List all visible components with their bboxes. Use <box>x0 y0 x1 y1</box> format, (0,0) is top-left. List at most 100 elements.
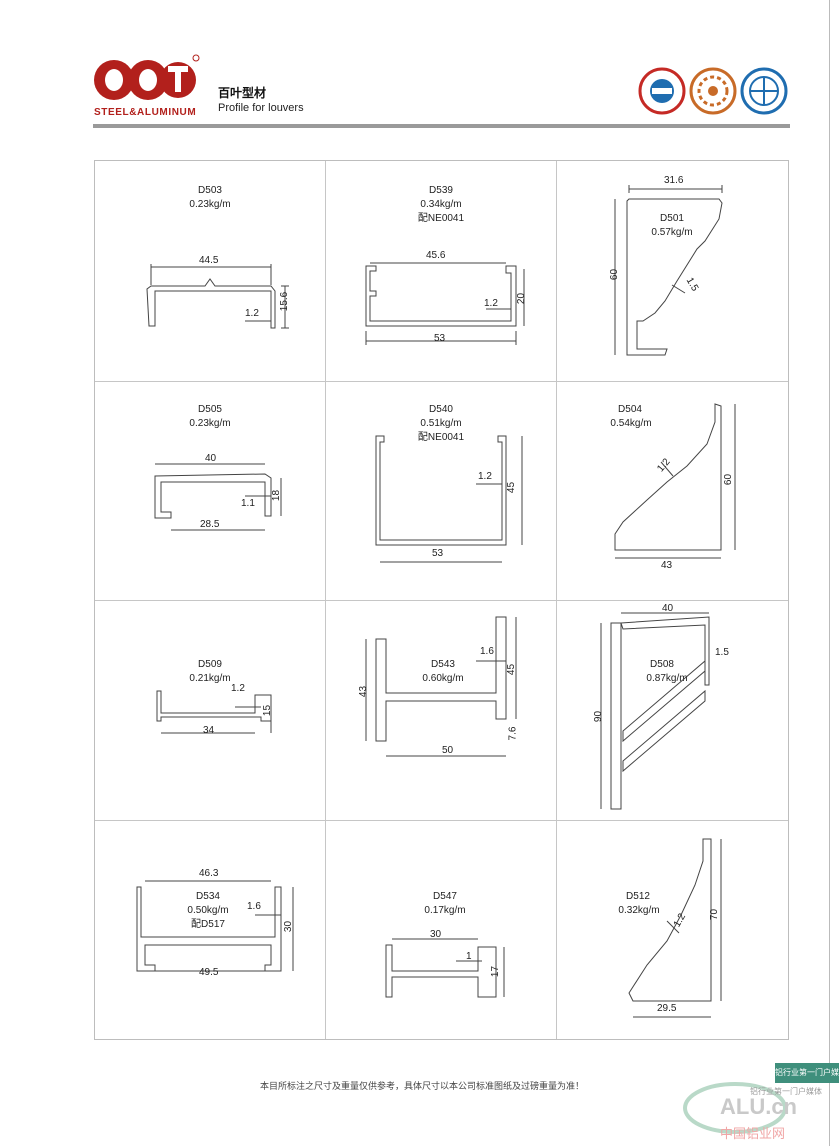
dim-label: 29.5 <box>657 1003 677 1014</box>
profile-drawing-d534 <box>136 880 294 972</box>
dim-label: 53 <box>434 333 446 344</box>
profile-note: 配D517 <box>191 919 225 930</box>
profile-cell-d503: D503 0.23kg/m 44.5 1.2 15.6 <box>95 161 326 382</box>
dim-label: 49.5 <box>199 967 219 978</box>
profile-table: D503 0.23kg/m 44.5 1.2 15.6 D539 0.34kg/… <box>94 160 789 1040</box>
dim-label: 15.6 <box>279 291 291 312</box>
dim-label: 17 <box>490 965 502 978</box>
footer-disclaimer: 本目所标注之尺寸及重量仅供参考，具体尺寸以本公司标准图纸及过磅重量为准！ <box>260 1081 585 1091</box>
profile-cell-d512: D512 0.32kg/m 1.2 70 29.5 <box>557 821 788 1039</box>
dim-label: 1.2 <box>478 471 492 482</box>
dim-label: 1.2 <box>245 308 259 319</box>
certification-logos <box>638 67 788 115</box>
dim-label: 1.6 <box>247 901 261 912</box>
dim-label: 28.5 <box>200 519 220 530</box>
profile-cell-d508: D508 0.87kg/m 40 1.5 90 <box>557 601 788 821</box>
profile-code: D539 <box>429 185 453 196</box>
profile-drawing-d504 <box>614 403 736 559</box>
profile-weight: 0.54kg/m <box>610 418 652 429</box>
profile-drawing-d540 <box>375 435 523 563</box>
profile-cell-d534: D534 0.50kg/m 配D517 46.3 1.6 30 49.5 <box>95 821 326 1039</box>
dim-label: 1.2 <box>484 298 498 309</box>
profile-weight: 0.87kg/m <box>646 673 688 684</box>
dim-label: 40 <box>205 453 217 464</box>
profile-code: D543 <box>431 659 455 670</box>
profile-drawing-d539 <box>365 262 525 345</box>
profile-weight: 0.50kg/m <box>187 905 229 916</box>
profile-note: 配NE0041 <box>417 432 465 443</box>
profile-code: D503 <box>198 185 222 196</box>
profile-cell-d539: D539 0.34kg/m 配NE0041 45.6 1.2 20 53 <box>326 161 557 382</box>
profile-cell-d505: D505 0.23kg/m 40 1.1 18 28.5 <box>95 382 326 601</box>
profile-note: 配NE0041 <box>417 213 465 224</box>
watermark-site: ALU.cn <box>720 1094 797 1119</box>
profile-drawing-d543 <box>365 616 517 757</box>
profile-drawing-d501 <box>614 185 723 356</box>
profile-code: D509 <box>198 659 222 670</box>
dim-label: 40 <box>662 603 674 614</box>
brand-name: STEEL&ALUMINUM <box>94 107 197 118</box>
profile-drawing-d509 <box>156 690 272 734</box>
dim-label: 1.1 <box>241 498 255 509</box>
dim-label: 1.6 <box>480 646 494 657</box>
dim-label: 7.6 <box>507 726 519 741</box>
dim-label: 34 <box>203 725 215 736</box>
profile-weight: 0.21kg/m <box>189 673 231 684</box>
dim-label: 1.2 <box>231 683 245 694</box>
dim-label: 46.3 <box>199 868 219 879</box>
profile-weight: 0.51kg/m <box>420 418 462 429</box>
profile-weight: 0.60kg/m <box>422 673 464 684</box>
profile-drawing-d505 <box>154 463 282 531</box>
profile-cell-d543: D543 0.60kg/m 1.6 45 43 7.6 50 <box>326 601 557 821</box>
profile-code: D508 <box>650 659 674 670</box>
dim-label: 60 <box>723 473 735 486</box>
profile-code: D534 <box>196 891 220 902</box>
profile-drawing-d512 <box>628 838 722 1018</box>
dim-label: 30 <box>283 920 295 933</box>
profile-code: D505 <box>198 404 222 415</box>
dim-label: 18 <box>271 489 283 502</box>
profile-drawing-d503 <box>146 264 289 329</box>
profile-drawing-d508 <box>600 612 710 810</box>
profile-weight: 0.34kg/m <box>420 199 462 210</box>
page-header: STEEL&ALUMINUM 百叶型材 Profile for louvers <box>0 0 839 135</box>
profile-drawing-d547 <box>385 938 505 998</box>
dim-label: 45 <box>506 663 518 676</box>
profile-code: D501 <box>660 213 684 224</box>
watermark-tag: 铝行业第一门户媒体 <box>750 1087 822 1096</box>
media-badge: 铝行业第一门户媒体 <box>775 1063 839 1097</box>
page-title-cn: 百叶型材 <box>218 86 267 100</box>
dim-label: 43 <box>661 560 673 571</box>
profile-code: D540 <box>429 404 453 415</box>
dim-label: 20 <box>516 292 528 305</box>
profile-weight: 0.23kg/m <box>189 199 231 210</box>
profile-cell-d504: D504 0.54kg/m 1.2 60 43 <box>557 382 788 601</box>
profile-code: D512 <box>626 891 650 902</box>
page-title-en: Profile for louvers <box>218 102 304 114</box>
gb-cert-icon <box>638 67 686 115</box>
company-logo <box>94 54 200 100</box>
dim-label: 45 <box>506 481 518 494</box>
profile-weight: 0.57kg/m <box>651 227 693 238</box>
dim-label: 50 <box>442 745 454 756</box>
profile-cell-d540: D540 0.51kg/m 配NE0041 1.2 45 53 <box>326 382 557 601</box>
dim-label: 30 <box>430 929 442 940</box>
dim-label: 70 <box>709 908 721 921</box>
header-rule <box>93 124 790 128</box>
dim-label: 1.5 <box>715 647 729 658</box>
alu-watermark-logo: ALU.cn 中国铝业网 <box>683 1082 797 1141</box>
profile-cell-d547: D547 0.17kg/m 30 1 17 <box>326 821 557 1039</box>
profile-weight: 0.23kg/m <box>189 418 231 429</box>
profile-code: D547 <box>433 891 457 902</box>
dim-label: 53 <box>432 548 444 559</box>
dim-label: 15 <box>262 704 274 717</box>
dim-label: 45.6 <box>426 250 446 261</box>
dim-label: 1 <box>466 951 472 962</box>
dim-label: 31.6 <box>664 175 684 186</box>
profile-weight: 0.17kg/m <box>424 905 466 916</box>
profile-weight: 0.32kg/m <box>618 905 660 916</box>
dim-label: 60 <box>609 268 621 281</box>
profile-cell-d501: D501 0.57kg/m 31.6 60 1.5 <box>557 161 788 382</box>
award-cert-icon <box>689 67 737 115</box>
